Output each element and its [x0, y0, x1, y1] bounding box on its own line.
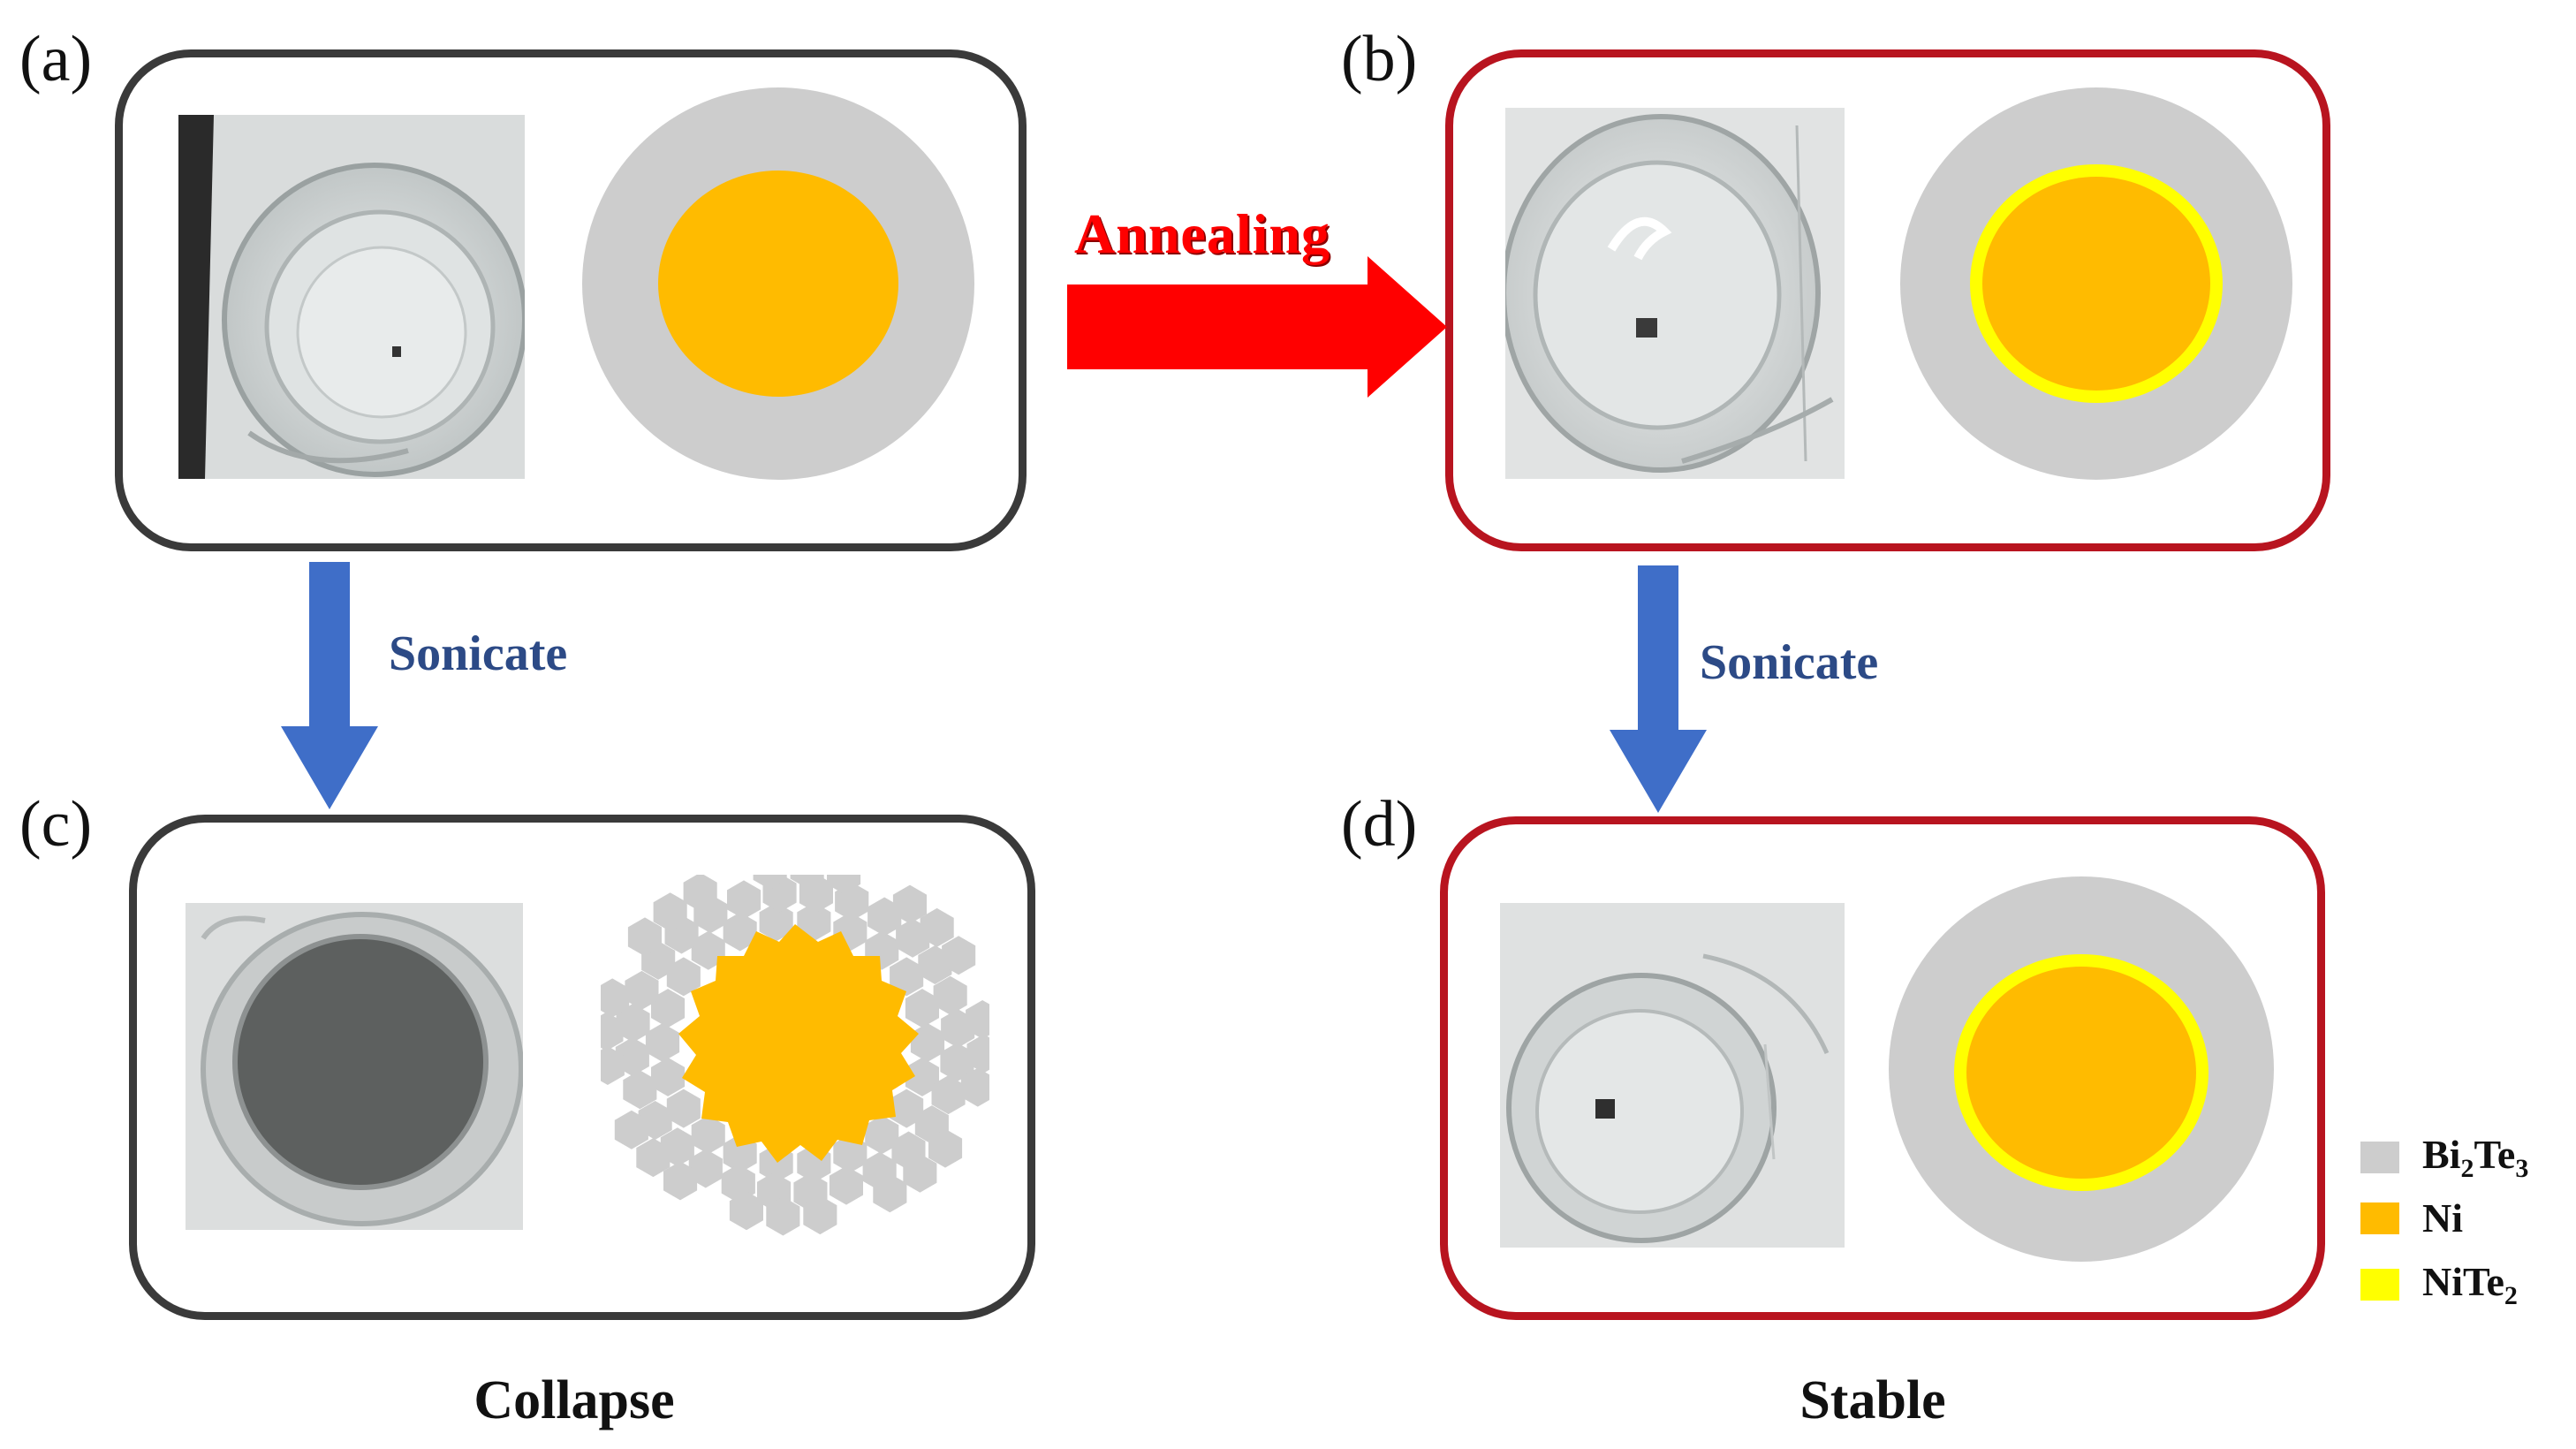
panel-b-box	[1445, 49, 2330, 551]
bi2te3-fragment-hexagon	[933, 975, 967, 1015]
sonicate-label-right: Sonicate	[1700, 635, 1879, 690]
panel-c-collapsed-particle-diagram	[601, 875, 989, 1236]
bi2te3-fragment-hexagon	[601, 1012, 624, 1051]
caption-collapse: Collapse	[474, 1370, 675, 1430]
panel-label-c: (c)	[19, 788, 93, 861]
bi2te3-fragment-hexagon	[827, 875, 861, 894]
caption-stable: Stable	[1799, 1370, 1946, 1430]
panel-d-beaker-photo	[1500, 903, 1845, 1248]
bi2te3-fragment-hexagon	[727, 880, 761, 920]
panel-label-b: (b)	[1341, 23, 1418, 95]
bi2te3-fragment-hexagon	[759, 902, 793, 942]
panel-label-d: (d)	[1341, 788, 1418, 861]
bi2te3-fragment-hexagon	[790, 875, 824, 889]
legend-swatch-nite2	[2360, 1269, 2399, 1301]
bi2te3-fragment-hexagon	[651, 989, 686, 1028]
bi2te3-fragment-hexagon	[666, 957, 701, 997]
bi2te3-fragment-hexagon	[625, 970, 659, 1010]
bi2te3-fragment-hexagon	[723, 912, 757, 952]
bi2te3-fragment-hexagon	[873, 1173, 907, 1213]
bi2te3-fragment-hexagon	[940, 1043, 974, 1082]
panel-a-beaker-photo	[178, 115, 525, 479]
bi2te3-fragment-hexagon	[868, 897, 902, 937]
bi2te3-fragment-hexagon	[905, 989, 939, 1028]
bi2te3-fragment-hexagon	[651, 1057, 686, 1096]
bi2te3-fragment-hexagon	[636, 1138, 671, 1178]
bi2te3-fragment-hexagon	[688, 1149, 723, 1188]
bi2te3-fragment-hexagon	[616, 1003, 650, 1043]
bi2te3-fragment-hexagon	[666, 1089, 701, 1128]
panel-a-box	[115, 49, 1027, 551]
panel-d-box	[1440, 816, 2325, 1320]
bi2te3-fragment-hexagon	[803, 1195, 837, 1235]
legend-label-ni: Ni	[2422, 1195, 2463, 1240]
bi2te3-fragment-hexagon	[683, 875, 717, 912]
annealing-label: Annealing	[1074, 202, 1330, 265]
bi2te3-fragment-hexagon	[910, 1023, 945, 1062]
bi2te3-fragment-hexagon	[942, 936, 976, 975]
bi2te3-fragment-hexagon	[829, 1165, 863, 1205]
legend-item-nite2: NiTe2	[2360, 1258, 2518, 1311]
bi2te3-fragment-hexagon	[903, 1153, 937, 1193]
bi2te3-fragment-hexagon	[928, 1128, 963, 1168]
bi2te3-fragment-hexagon	[890, 957, 924, 997]
sonicate-arrow-right	[1610, 565, 1707, 813]
bi2te3-fragment-hexagon	[920, 907, 954, 947]
legend-swatch-ni	[2360, 1202, 2399, 1234]
bi2te3-fragment-hexagon	[892, 884, 927, 924]
panel-a-particle-diagram	[582, 87, 974, 480]
bi2te3-fragment-hexagon	[966, 1034, 989, 1073]
legend-label-bi2te3: Bi2Te3	[2422, 1132, 2529, 1184]
bi2te3-fragment-hexagon	[797, 902, 831, 942]
bi2te3-fragment-hexagon	[601, 1046, 625, 1085]
legend-item-bi2te3: Bi2Te3	[2360, 1131, 2528, 1184]
bi2te3-fragment-hexagon	[691, 930, 725, 970]
annealing-arrow	[1067, 256, 1447, 398]
bi2te3-fragment-hexagon	[653, 892, 687, 932]
bi2te3-fragment-hexagon	[931, 1075, 966, 1115]
bi2te3-fragment-hexagon	[729, 1191, 763, 1231]
bi2te3-fragment-hexagon	[691, 1115, 725, 1155]
panel-label-a: (a)	[19, 23, 93, 95]
bi2te3-fragment-hexagon	[766, 1196, 800, 1236]
legend-swatch-bi2te3	[2360, 1142, 2399, 1174]
panel-b-beaker-photo	[1505, 108, 1845, 479]
panel-c-box	[129, 815, 1035, 1320]
bi2te3-fragment-hexagon	[627, 917, 662, 957]
bi2te3-fragment-hexagon	[890, 1089, 924, 1128]
bi2te3-fragment-hexagon	[960, 1067, 989, 1107]
legend-item-ni: Ni	[2360, 1195, 2463, 1241]
sonicate-arrow-left	[281, 562, 378, 809]
bi2te3-fragment-hexagon	[865, 1115, 899, 1155]
bi2te3-fragment-hexagon	[663, 1161, 698, 1201]
bi2te3-fragment-hexagon	[614, 1110, 648, 1149]
panel-c-beaker-photo	[186, 903, 523, 1230]
sonicate-label-left: Sonicate	[389, 626, 568, 681]
bi2te3-fragment-hexagon	[601, 978, 630, 1018]
bi2te3-fragment-hexagon	[753, 875, 787, 890]
bi2te3-fragment-hexagon	[623, 1070, 657, 1110]
panel-d-particle-diagram	[1889, 876, 2274, 1262]
bi2te3-fragment-hexagon	[966, 1000, 989, 1039]
panel-b-particle-diagram	[1900, 87, 2292, 480]
legend-label-nite2: NiTe2	[2422, 1259, 2518, 1311]
bi2te3-fragment-hexagon	[905, 1057, 939, 1096]
bi2te3-fragment-hexagon	[645, 1023, 680, 1062]
